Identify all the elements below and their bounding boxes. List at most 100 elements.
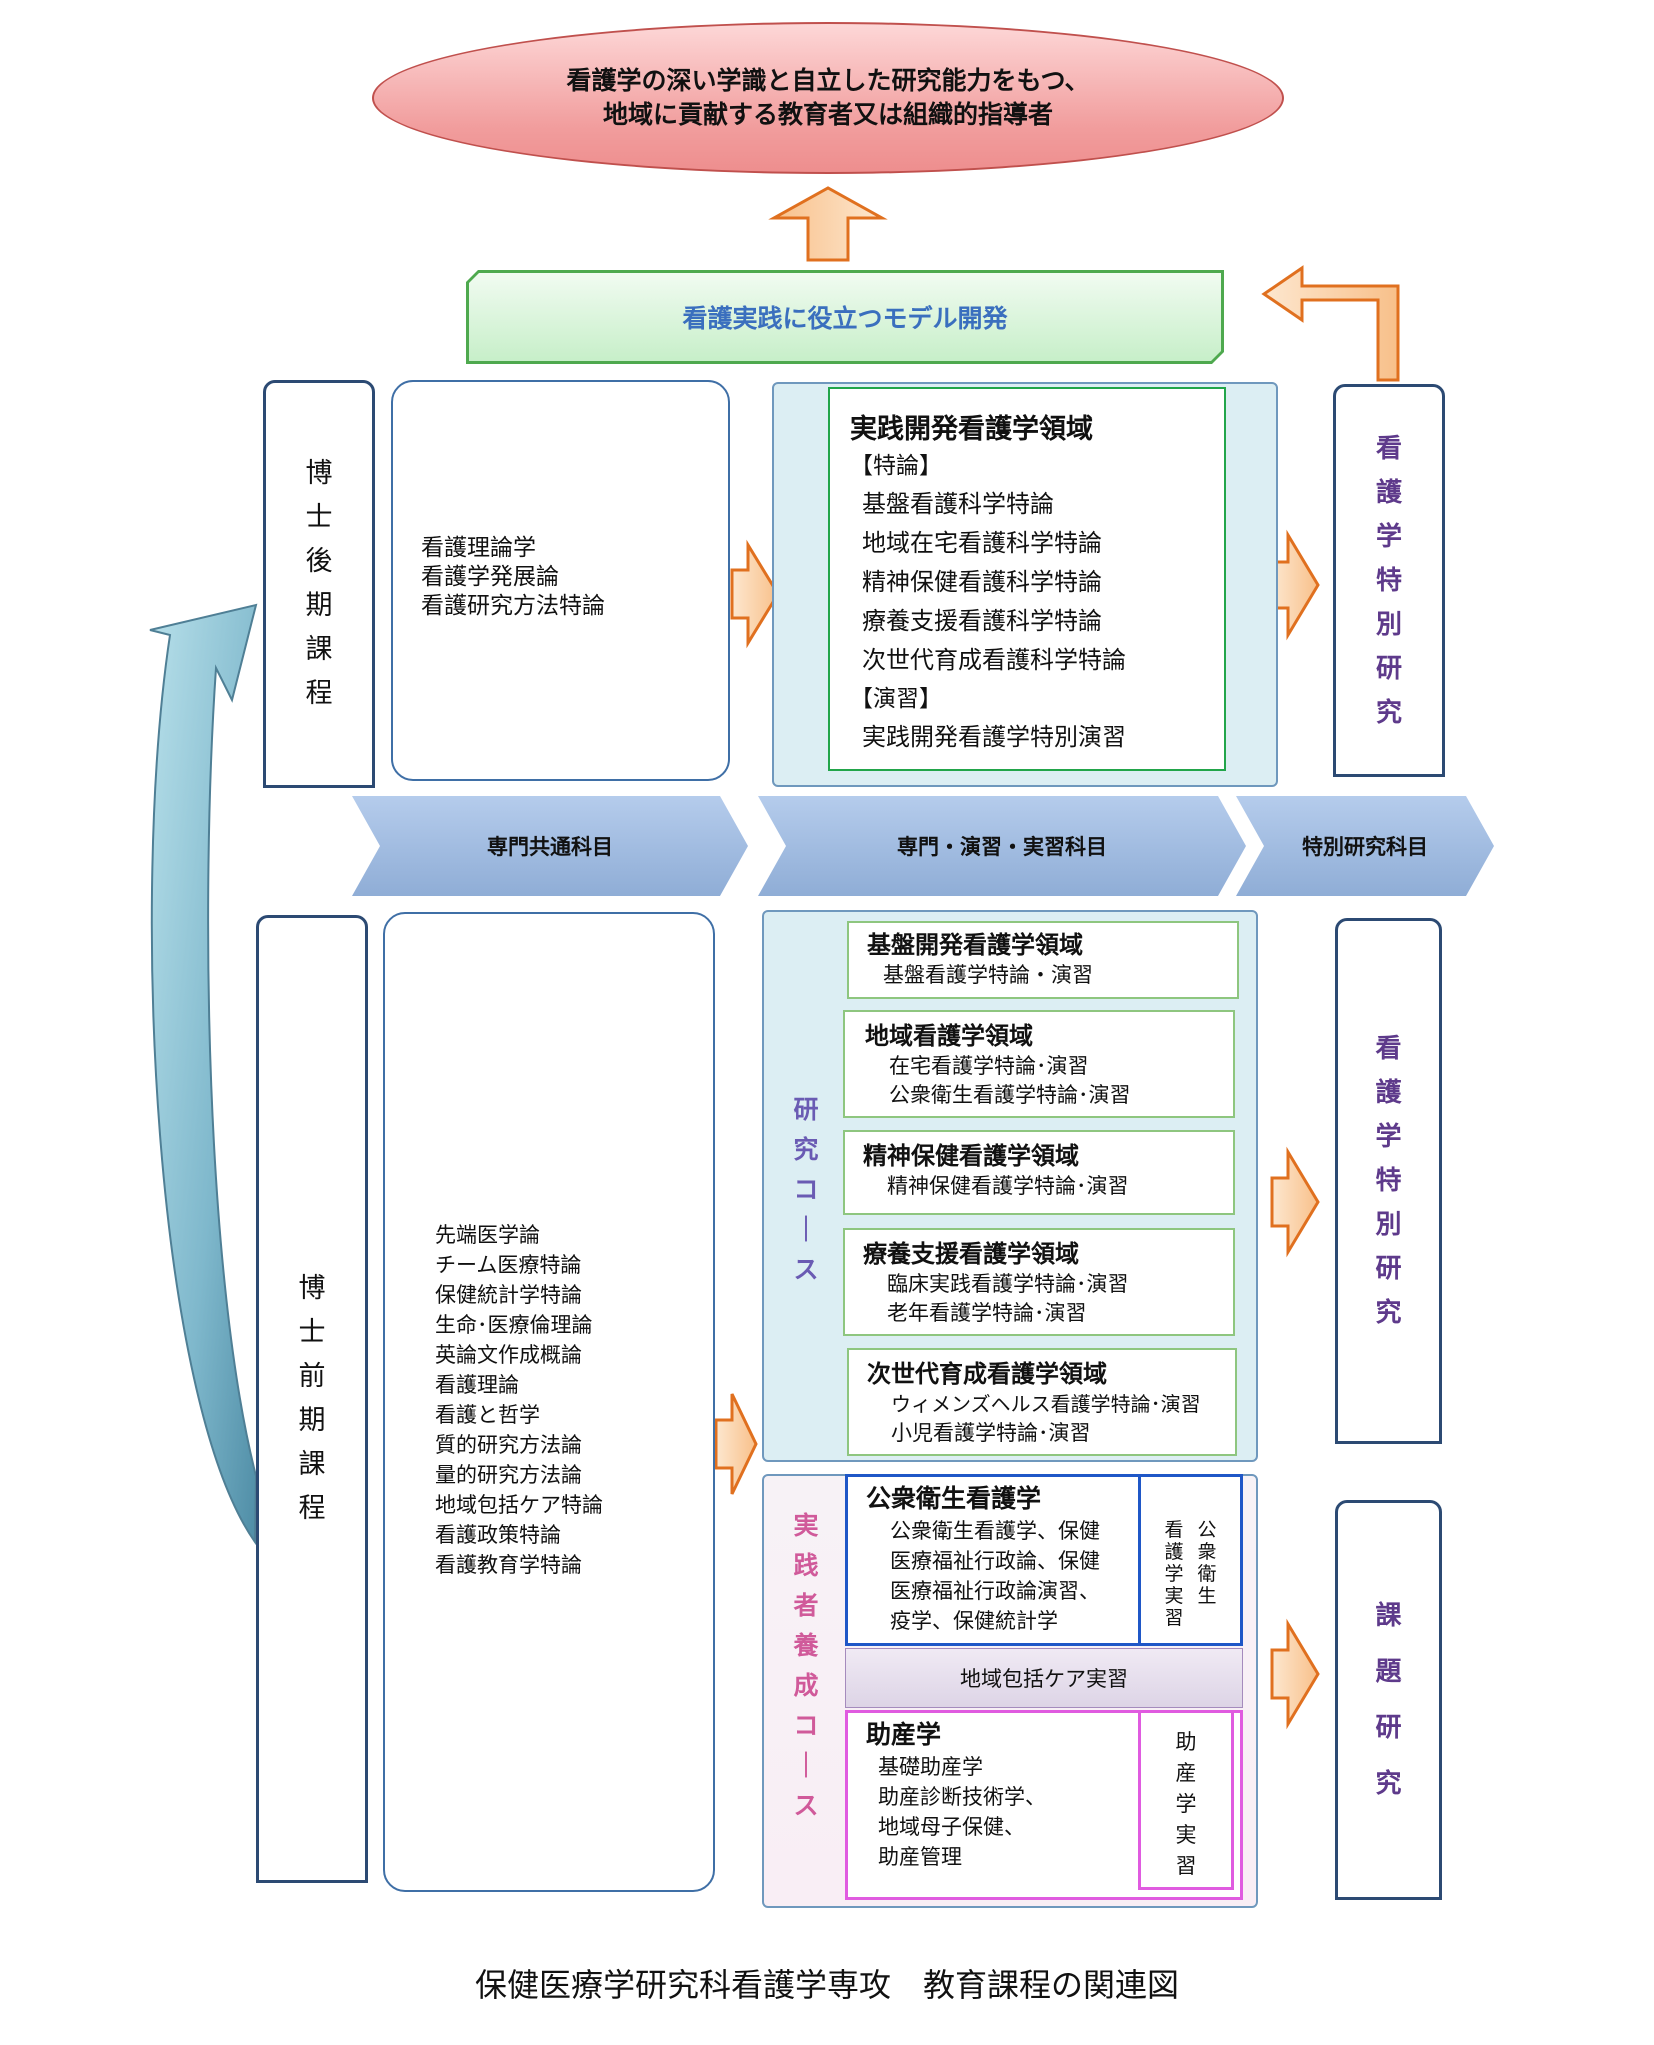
public-health-item: 疫学、保健統計学 xyxy=(890,1609,1058,1633)
midwifery-practicum: 助 産 学 実 習 xyxy=(1138,1710,1234,1890)
area-item: 基盤看護学特論・演習 xyxy=(883,963,1093,987)
area-basic-dev: 基盤開発看護学領域 基盤看護学特論・演習 xyxy=(847,921,1239,999)
special-item: 精神保健看護科学特論 xyxy=(862,568,1102,596)
label-char: 究 xyxy=(793,1135,819,1164)
right-arrow-common-to-field xyxy=(730,539,780,649)
label-char: 習 xyxy=(1175,1854,1197,1878)
label-char: 士 xyxy=(305,502,333,533)
public-health-practicum: 公 衆 衛 生 看 護 学 実 習 xyxy=(1138,1474,1243,1646)
label-char: 成 xyxy=(793,1671,819,1700)
label-char: 生 xyxy=(1197,1585,1217,1607)
label-char: 養 xyxy=(793,1631,819,1660)
label-char: 特 xyxy=(1375,1166,1402,1196)
label-char: 践 xyxy=(793,1551,819,1580)
seminar-header: 【演習】 xyxy=(850,686,942,712)
midwifery-item: 助産管理 xyxy=(878,1845,962,1869)
subject-item: 看護教育学特論 xyxy=(435,1553,582,1577)
bent-arrow-to-model xyxy=(1261,265,1400,382)
label-char: 助 xyxy=(1175,1730,1197,1754)
label-char: 課 xyxy=(298,1449,326,1480)
special-header: 【特論】 xyxy=(850,453,942,479)
label-char: 程 xyxy=(305,678,333,709)
masters-common-subjects: 先端医学論 チーム医療特論 保健統計学特論 生命･医療倫理論 英論文作成概論 看… xyxy=(383,912,715,1892)
goal-line-2: 地域に貢献する教育者又は組織的指導者 xyxy=(602,100,1053,129)
area-item: 小児看護学特論･演習 xyxy=(891,1421,1091,1445)
special-item: 次世代育成看護科学特論 xyxy=(862,646,1126,674)
subject-item: 先端医学論 xyxy=(435,1223,540,1247)
label-char: 前 xyxy=(298,1361,326,1392)
label-char: 究 xyxy=(1375,1298,1402,1328)
practicum-col: 公 衆 衛 生 xyxy=(1198,1519,1217,1643)
label-char: 衛 xyxy=(1197,1563,1217,1585)
community-care-practicum: 地域包括ケア実習 xyxy=(845,1648,1243,1708)
subject-item: 量的研究方法論 xyxy=(435,1463,582,1487)
project-research: 課 題 研 究 xyxy=(1335,1500,1442,1900)
label-char: コ xyxy=(793,1175,819,1204)
label-char: 護 xyxy=(1375,1078,1402,1108)
area-care-support: 療養支援看護学領域 臨床実践看護学特論･演習 老年看護学特論･演習 xyxy=(843,1228,1235,1336)
public-health-content: 公衆衛生看護学 公衆衛生看護学、保健 医療福祉行政論、保健 医療福祉行政論演習、… xyxy=(866,1482,1136,1636)
subject-item: 看護政策特論 xyxy=(435,1523,561,1547)
area-community: 地域看護学領域 在宅看護学特論･演習 公衆衛生看護学特論･演習 xyxy=(843,1010,1235,1118)
public-health-item: 医療福祉行政論演習、 xyxy=(890,1579,1100,1603)
subject-item: 看護研究方法特論 xyxy=(421,593,605,619)
label-char: 学 xyxy=(1164,1563,1184,1585)
masters-special-research: 看 護 学 特 別 研 究 xyxy=(1335,918,1442,1444)
midwifery-title: 助産学 xyxy=(866,1720,942,1749)
label-char: 題 xyxy=(1375,1657,1402,1687)
area-title: 次世代育成看護学領域 xyxy=(867,1360,1107,1388)
label-char: 課 xyxy=(305,634,333,665)
midwifery-item: 助産診断技術学、 xyxy=(878,1785,1046,1809)
label-char: 護 xyxy=(1375,477,1402,508)
label-char: 学 xyxy=(1375,1122,1402,1152)
area-title: 地域看護学領域 xyxy=(865,1022,1033,1050)
label-char: 実 xyxy=(1164,1585,1184,1607)
area-item: 公衆衛生看護学特論･演習 xyxy=(889,1083,1131,1107)
category-common: 専門共通科目 xyxy=(352,796,748,896)
area-item: ウィメンズヘルス看護学特論･演習 xyxy=(891,1392,1201,1416)
special-item: 地域在宅看護科学特論 xyxy=(862,529,1102,557)
label-char: 特 xyxy=(1375,565,1402,596)
special-item: 療養支援看護科学特論 xyxy=(862,607,1102,635)
figure-caption: 保健医療学研究科看護学専攻 教育課程の関連図 xyxy=(474,1966,1179,2004)
public-health-item: 公衆衛生看護学、保健 xyxy=(890,1519,1100,1543)
label-char: 期 xyxy=(305,590,333,621)
curved-arrow-masters-to-doctoral xyxy=(149,603,258,1546)
practice-dev-field: 実践開発看護学領域 【特論】 基盤看護科学特論 地域在宅看護科学特論 精神保健看… xyxy=(828,387,1226,771)
midwifery-item: 基礎助産学 xyxy=(878,1755,983,1779)
subject-item: 地域包括ケア特論 xyxy=(435,1493,603,1517)
right-arrow-field-to-research xyxy=(1270,529,1320,641)
goal-ellipse: 看護学の深い学識と自立した研究能力をもつ、 地域に貢献する教育者又は組織的指導者 xyxy=(372,22,1284,174)
label-char: 実 xyxy=(793,1511,819,1540)
seminar-item: 実践開発看護学特別演習 xyxy=(862,723,1126,751)
field-title: 実践開発看護学領域 xyxy=(850,414,1093,445)
category-specialty: 専門・演習・実習科目 xyxy=(758,796,1246,896)
label-char: 研 xyxy=(1375,1713,1402,1743)
subject-item: 看護理論学 xyxy=(421,535,536,561)
subject-item: 英論文作成概論 xyxy=(435,1343,582,1367)
model-dev-banner: 看護実践に役立つモデル開発 xyxy=(469,273,1221,361)
label-char: 衆 xyxy=(1197,1541,1217,1563)
label-char: 士 xyxy=(298,1317,326,1348)
doctoral-common-subjects: 看護理論学 看護学発展論 看護研究方法特論 xyxy=(391,380,730,781)
label-char: コ xyxy=(793,1711,819,1740)
area-item: 精神保健看護学特論･演習 xyxy=(887,1174,1129,1198)
public-health-item: 医療福祉行政論、保健 xyxy=(890,1549,1100,1573)
subject-item: 看護と哲学 xyxy=(435,1403,540,1427)
right-arrow-common-to-course xyxy=(714,1393,758,1495)
subject-item: 看護理論 xyxy=(435,1373,519,1397)
label-char: 公 xyxy=(1197,1519,1217,1541)
label-char: 究 xyxy=(1375,697,1402,728)
label-char: ｜ xyxy=(793,1751,819,1780)
subject-item: 保健統計学特論 xyxy=(435,1283,582,1307)
label-char: 程 xyxy=(298,1493,326,1524)
label-char: 究 xyxy=(1375,1769,1402,1799)
subject-item: 質的研究方法論 xyxy=(435,1433,582,1457)
label-char: 博 xyxy=(305,458,333,489)
label-char: 看 xyxy=(1375,433,1402,464)
label-char: 別 xyxy=(1375,609,1402,640)
label-char: 課 xyxy=(1375,1601,1402,1631)
label-char: 学 xyxy=(1375,521,1402,552)
subject-item: 生命･医療倫理論 xyxy=(435,1313,593,1337)
right-arrow-practitioner-course xyxy=(1270,1618,1320,1730)
